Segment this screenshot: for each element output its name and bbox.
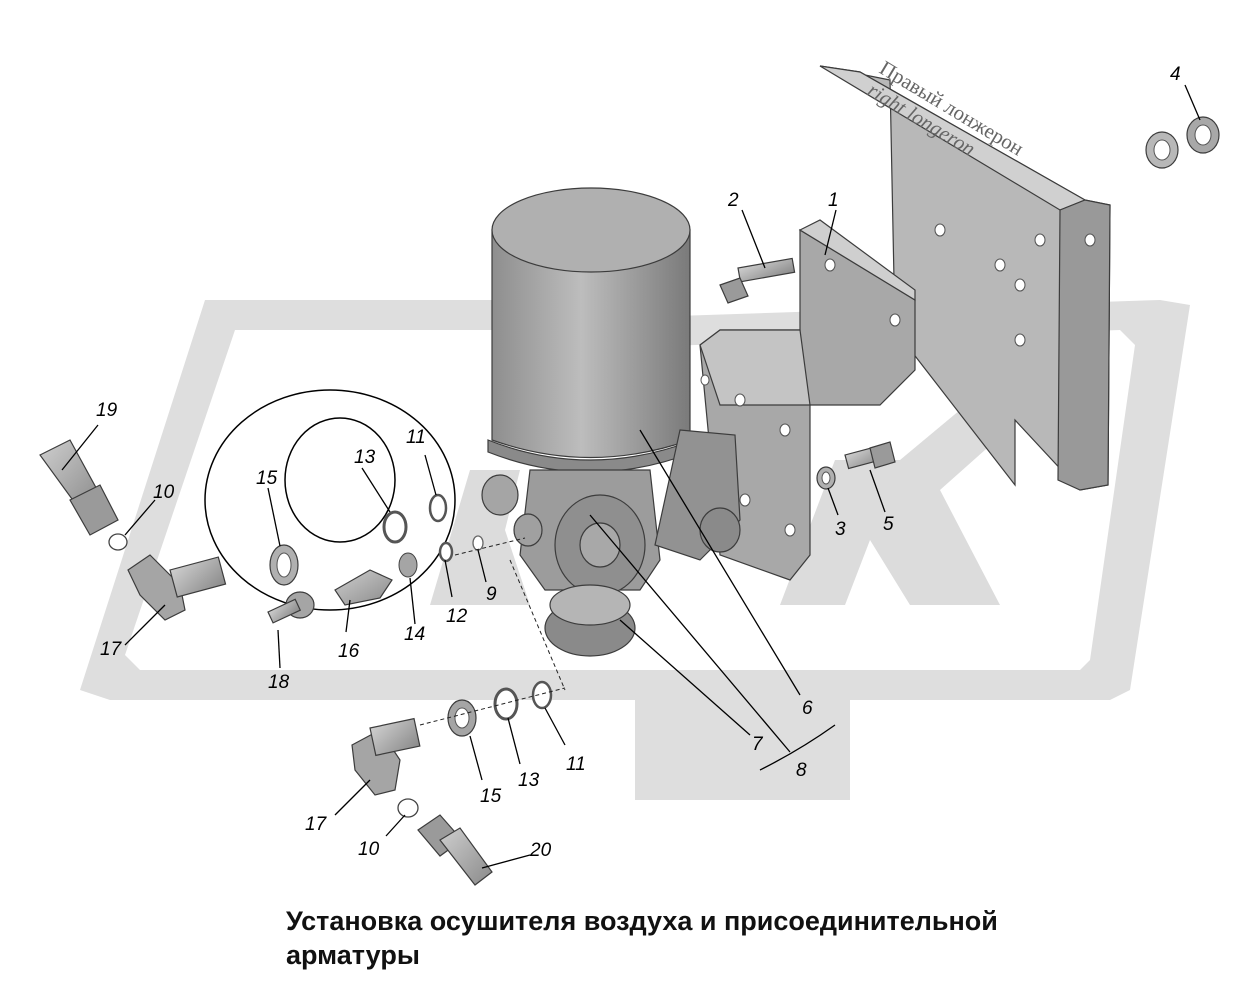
- callout-4: 4: [1170, 64, 1181, 85]
- callout-11-bottom: 11: [566, 754, 586, 775]
- fitting-part-16: [334, 569, 393, 606]
- ring-part-10-bottom: [397, 798, 419, 818]
- watermark-letter-shape: [430, 410, 1030, 605]
- ring-part-13-bottom: [493, 687, 519, 721]
- fitting-part-20: [417, 814, 493, 886]
- callout-2: 2: [727, 190, 739, 211]
- callout-13-bottom: 13: [518, 770, 540, 791]
- elbow-part-17-bottom: [351, 717, 421, 796]
- fitting-part-19: [39, 439, 119, 536]
- callout-19: 19: [96, 400, 118, 421]
- callout-9: 9: [486, 584, 497, 605]
- assembly-axis-vertical: [509, 559, 566, 691]
- ring-part-14: [398, 552, 418, 578]
- callout-17-top: 17: [100, 639, 123, 660]
- elbow-part-17-top: [127, 554, 227, 621]
- callout-8: 8: [796, 760, 807, 781]
- nut-part-15-bottom: [447, 699, 477, 737]
- callout-17-bottom: 17: [305, 814, 328, 835]
- callout-12: 12: [446, 606, 468, 627]
- air-dryer-cartridge: [481, 187, 741, 657]
- ring-part-12: [438, 541, 454, 563]
- callout-16: 16: [338, 641, 360, 662]
- callout-3: 3: [835, 519, 846, 540]
- callout-10-bottom: 10: [358, 839, 380, 860]
- ring-part-11-bottom: [531, 680, 553, 710]
- assembly-axis-lower: [419, 687, 566, 726]
- figure-caption: Установка осушителя воздуха и присоедини…: [286, 904, 1186, 972]
- callout-20: 20: [529, 840, 552, 861]
- caption-line-2: арматуры: [286, 940, 420, 970]
- caption-line-1: Установка осушителя воздуха и присоедини…: [286, 906, 998, 936]
- bolt-part-5: [816, 441, 896, 490]
- callout-10-top: 10: [153, 482, 175, 503]
- callout-18: 18: [268, 672, 290, 693]
- ring-part-9: [472, 535, 484, 551]
- callout-7: 7: [752, 734, 764, 755]
- callout-14: 14: [404, 624, 425, 645]
- callout-11-left: 11: [406, 427, 426, 448]
- nut-part-15-left: [269, 544, 299, 586]
- ring-part-11-left: [428, 493, 448, 523]
- gasket-outline: [204, 389, 456, 611]
- banjo-bolt-part-18: [267, 591, 315, 624]
- leader-lines: [61, 84, 1201, 869]
- assembly-axis-upper: [454, 537, 526, 556]
- right-longeron: [819, 65, 1111, 491]
- callout-15-bottom: 15: [480, 786, 502, 807]
- callout-1: 1: [828, 190, 839, 211]
- nuts-part-4: [1145, 116, 1220, 169]
- callout-6: 6: [802, 698, 813, 719]
- ring-part-10-top: [108, 533, 128, 551]
- callout-15-left: 15: [256, 468, 278, 489]
- bolt-part-2: [719, 257, 796, 304]
- callout-numbers: 1 2 3 4 5 6 7 8 9 10 10 11 11 12 13 13 1…: [96, 64, 1181, 861]
- callout-5: 5: [883, 514, 894, 535]
- ring-part-13-left: [382, 510, 408, 544]
- callout-13-left: 13: [354, 447, 376, 468]
